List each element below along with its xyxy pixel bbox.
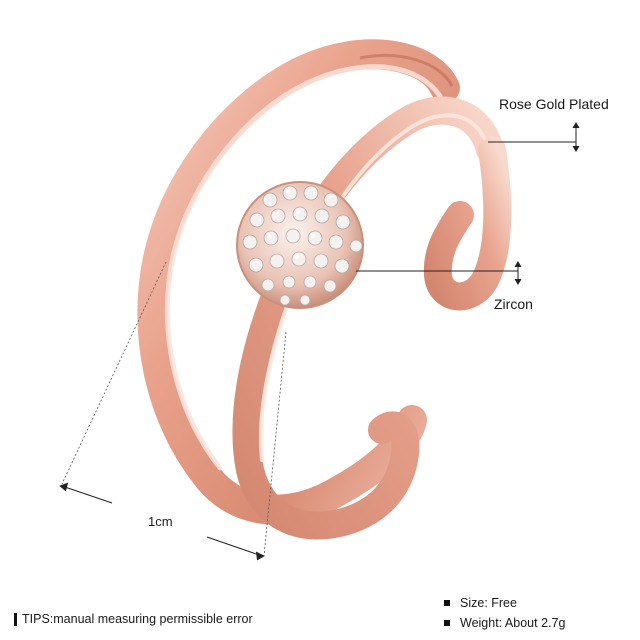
spec-weight: Weight: About 2.7g	[444, 616, 565, 630]
bullet-square-icon	[444, 600, 450, 606]
tips-text: TIPS:manual measuring permissible error	[22, 612, 253, 626]
material-callout-line	[488, 122, 580, 152]
spec-weight-text: Weight: About 2.7g	[460, 616, 566, 630]
dimension-guide	[59, 261, 287, 561]
stone-callout-line	[356, 261, 522, 285]
bullet-square-icon	[444, 620, 450, 626]
ring-outer-band	[137, 39, 460, 525]
tips-note: TIPS:manual measuring permissible error	[14, 612, 253, 626]
dimension-label: 1cm	[148, 514, 173, 529]
spec-size: Size: Free	[444, 596, 517, 610]
tips-bar-icon	[14, 612, 17, 626]
material-label: Rose Gold Plated	[499, 96, 609, 112]
spec-size-text: Size: Free	[460, 596, 517, 610]
zircon-stones	[242, 185, 363, 306]
stone-label: Zircon	[494, 296, 533, 312]
zircon-ball	[236, 181, 364, 309]
